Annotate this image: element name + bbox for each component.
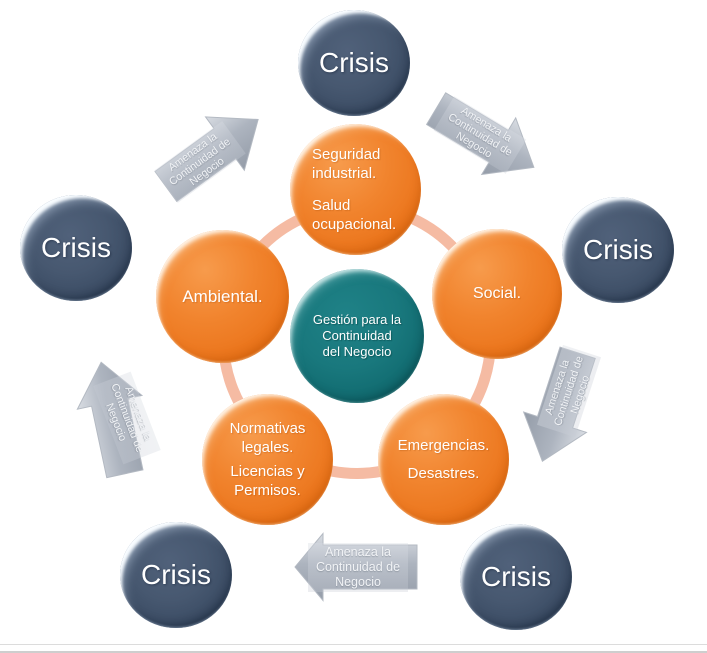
node-social: Social. — [432, 229, 562, 359]
footer-divider-line-1 — [0, 644, 707, 645]
node-seguridad-text-1: Seguridad industrial. — [312, 146, 381, 183]
threat-arrow-top-left-icon — [154, 116, 259, 203]
threat-arrow-bottom-label: Amenaza la Continuidad de Negocio — [308, 543, 408, 592]
crisis-bottom-left-label: Crisis — [141, 559, 211, 590]
node-emergencias-text-1: Emergencias. — [397, 436, 490, 454]
crisis-top-label: Crisis — [319, 47, 389, 78]
crisis-bottom-right-label: Crisis — [481, 561, 551, 592]
crisis-node-right: Crisis — [562, 197, 674, 303]
threat-arrow-top-right-icon — [425, 92, 535, 176]
node-normativas-text-1: Normativas legales. — [229, 419, 306, 456]
center-node-gestion-continuidad: Gestión para la Continuidad del Negocio — [290, 269, 424, 403]
node-emergencias: Emergencias. Desastres. — [378, 394, 509, 525]
node-social-text: Social. — [472, 284, 522, 302]
node-seguridad-text-2: Salud ocupacional. — [312, 196, 397, 233]
center-node-text: Gestión para la Continuidad del Negocio — [312, 311, 402, 360]
node-ambiental-text: Ambiental. — [182, 286, 263, 306]
threat-arrow-bottom-icon — [294, 532, 418, 602]
crisis-left-label: Crisis — [41, 232, 111, 263]
crisis-node-bottom-left: Crisis — [120, 522, 232, 628]
node-emergencias-text-2: Desastres. — [407, 465, 480, 482]
crisis-right-label: Crisis — [583, 234, 653, 265]
footer-divider-line-2 — [0, 651, 707, 653]
crisis-node-top: Crisis — [298, 10, 410, 116]
threat-arrow-right-icon — [522, 346, 596, 462]
threat-arrow-left-icon — [76, 361, 144, 479]
node-normativas-text-2: Licencias y Permisos. — [230, 463, 305, 500]
node-normativas: Normativas legales. Licencias y Permisos… — [202, 394, 333, 525]
node-seguridad-industrial: Seguridad industrial. Salud ocupacional. — [290, 124, 421, 255]
crisis-node-left: Crisis — [20, 195, 132, 301]
node-ambiental: Ambiental. — [156, 230, 289, 363]
crisis-node-bottom-right: Crisis — [460, 524, 572, 630]
